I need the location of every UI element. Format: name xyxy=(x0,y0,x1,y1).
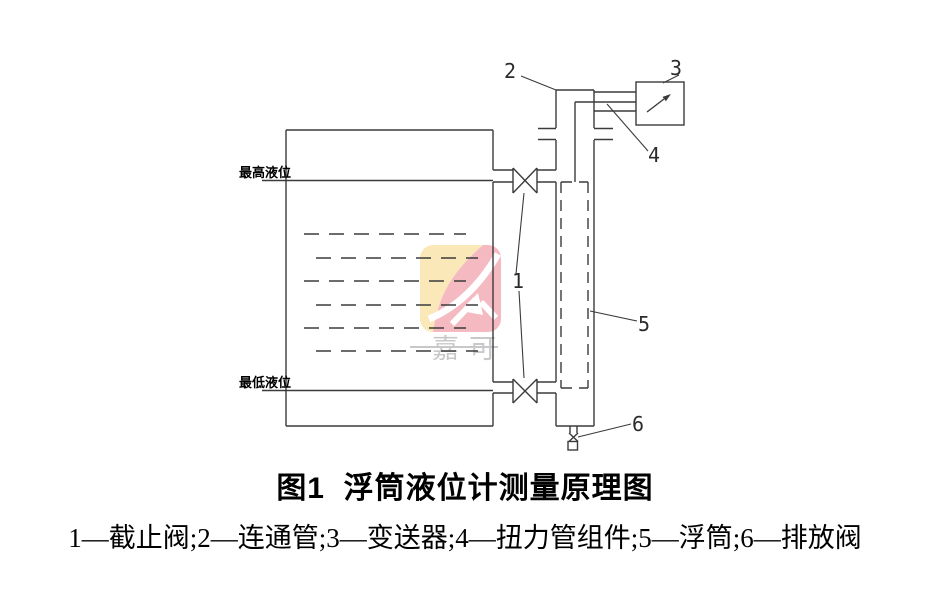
drain-valve xyxy=(568,426,579,443)
displacer-outline xyxy=(560,181,589,389)
meter-arrow-head xyxy=(662,94,671,102)
watermark-char-2: 可 xyxy=(469,334,496,364)
part-number-1: 1 xyxy=(512,269,524,293)
watermark-char-1: 嘉 xyxy=(432,334,459,364)
high-level-label: 最高液位 xyxy=(239,165,291,180)
part-number-3: 3 xyxy=(670,56,682,80)
transmitter-box xyxy=(635,81,685,126)
part-number-6: 6 xyxy=(632,412,644,436)
part-number-4: 4 xyxy=(648,143,660,167)
figure-caption: 图1 浮筒液位计测量原理图 xyxy=(276,472,654,505)
watermark-logo: 嘉 可 xyxy=(410,245,501,364)
valve-lower xyxy=(493,378,556,404)
part-number-5: 5 xyxy=(638,312,650,336)
meter-arrow-icon xyxy=(646,98,665,113)
tank-outline xyxy=(285,129,494,427)
figure-legend: 1—截止阀;2—连通管;3—变送器;4—扭力管组件;5—浮筒;6—排放阀 xyxy=(68,523,862,553)
chamber-and-piping xyxy=(538,89,636,427)
part-number-2: 2 xyxy=(504,59,516,83)
liquid-dashes xyxy=(304,233,478,352)
watermark-yellow-shape xyxy=(420,245,483,332)
valve-upper xyxy=(493,167,556,194)
low-level-label: 最低液位 xyxy=(239,375,291,390)
drain-valve-stem xyxy=(567,440,579,451)
leader-lines xyxy=(515,74,680,438)
